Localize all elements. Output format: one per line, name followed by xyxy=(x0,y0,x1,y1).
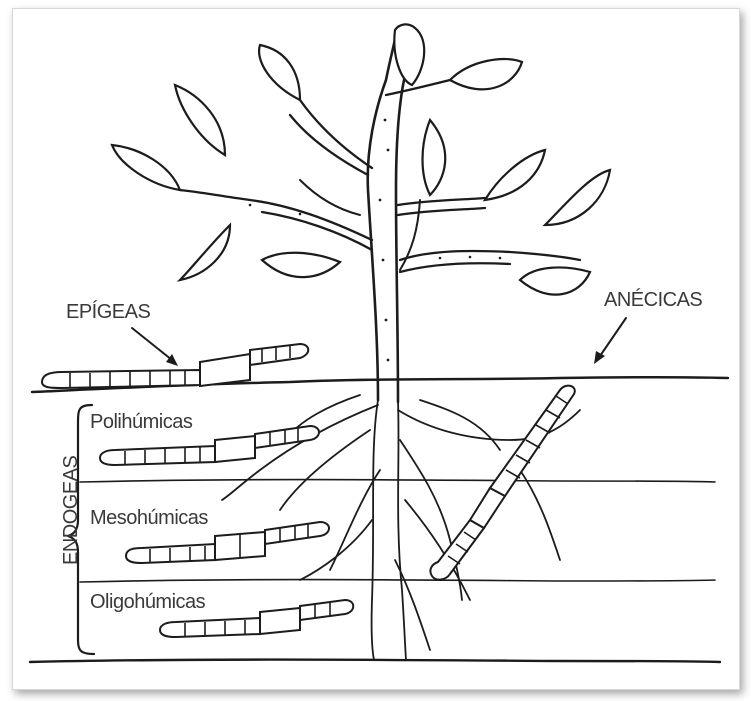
label-endogeas: ENDOGEAS xyxy=(60,455,82,565)
label-oligohumicas: Oligohúmicas xyxy=(90,591,206,613)
label-epigeas: EPÍGEAS xyxy=(66,300,150,323)
arrow-anecicas xyxy=(594,318,626,364)
plant-stem xyxy=(180,30,580,402)
label-mesohumicas: Mesohúmicas xyxy=(90,507,208,529)
label-polihumicas: Polihúmicas xyxy=(90,411,193,433)
layer-line-2 xyxy=(80,580,715,582)
arrow-epigeas xyxy=(132,328,178,366)
label-anecicas: ANÉCICAS xyxy=(604,288,702,311)
worm-anecicas xyxy=(430,386,574,580)
layer-line-bottom xyxy=(30,660,720,662)
